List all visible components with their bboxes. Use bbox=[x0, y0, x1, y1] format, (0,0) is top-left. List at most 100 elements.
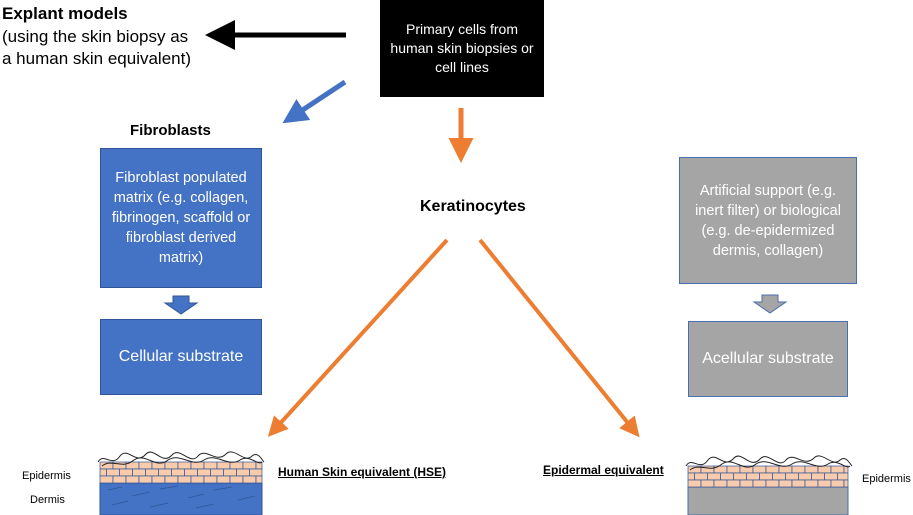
epidermis-cell bbox=[837, 472, 849, 481]
acellular-substrate-text: Acellular substrate bbox=[702, 350, 834, 367]
hse-skin-illustration bbox=[97, 451, 265, 515]
epidermis-cell bbox=[824, 472, 838, 481]
epidermis-cell bbox=[817, 479, 832, 488]
epidermis-cell bbox=[203, 461, 218, 470]
epidermis-cell bbox=[746, 472, 760, 481]
epidermal-stratum-corneum bbox=[685, 455, 853, 471]
epidermis-cell bbox=[778, 479, 793, 488]
epidermis-cell bbox=[177, 461, 192, 470]
epidermal-epidermis-cells bbox=[687, 465, 849, 488]
epidermis-cell bbox=[830, 479, 845, 488]
epidermis-cell bbox=[112, 475, 127, 484]
epidermis-cell bbox=[249, 468, 263, 477]
epidermis-cell bbox=[236, 468, 250, 477]
epidermis-cell bbox=[707, 472, 721, 481]
acellular-substrate-box: Acellular substrate bbox=[688, 321, 848, 397]
epidermis-cell bbox=[203, 475, 218, 484]
epidermis-cell bbox=[817, 465, 832, 474]
epidermis-cell bbox=[171, 468, 185, 477]
epidermis-cell bbox=[700, 479, 715, 488]
epidermis-cell bbox=[765, 479, 780, 488]
epidermis-cell bbox=[804, 479, 819, 488]
hse-epidermis-label: Epidermis bbox=[22, 470, 71, 482]
epidermis-cell bbox=[210, 468, 224, 477]
epidermis-cell bbox=[190, 461, 205, 470]
arrow-to-epidermal bbox=[478, 238, 640, 438]
fibroblast-matrix-text: Fibroblast populated matrix (e.g. collag… bbox=[111, 170, 251, 266]
epidermal-epidermis-label: Epidermis bbox=[862, 473, 911, 485]
epidermis-cell bbox=[752, 479, 767, 488]
epidermis-cell bbox=[184, 468, 198, 477]
epidermis-cell bbox=[255, 475, 263, 484]
hse-title: Human Skin equivalent (HSE) bbox=[278, 465, 447, 479]
epidermis-cell bbox=[145, 468, 159, 477]
epidermis-cell bbox=[798, 472, 812, 481]
epidermis-cell bbox=[177, 475, 192, 484]
artificial-support-box: Artificial support (e.g. inert filter) o… bbox=[679, 157, 857, 284]
hse-stratum-corneum bbox=[97, 451, 265, 467]
epidermis-cell bbox=[772, 472, 786, 481]
epidermis-cell bbox=[713, 479, 728, 488]
epidermis-cell bbox=[216, 475, 231, 484]
epidermis-cell bbox=[687, 472, 695, 481]
epidermis-cell bbox=[804, 465, 819, 474]
explant-models-title: Explant models bbox=[2, 4, 128, 23]
epidermis-cell bbox=[164, 475, 179, 484]
epidermis-cell bbox=[759, 472, 773, 481]
epidermis-cell bbox=[811, 472, 825, 481]
epidermal-equivalent-title: Epidermal equivalent bbox=[543, 463, 664, 477]
block-arrow-blue bbox=[163, 295, 199, 315]
epidermis-cell bbox=[99, 475, 114, 484]
primary-cells-text: Primary cells from human skin biopsies o… bbox=[390, 21, 534, 75]
epidermis-cell bbox=[106, 468, 120, 477]
epidermis-cell bbox=[752, 465, 767, 474]
epidermis-cell bbox=[242, 475, 257, 484]
epidermis-cell bbox=[791, 479, 806, 488]
primary-cells-box: Primary cells from human skin biopsies o… bbox=[380, 0, 544, 97]
cellular-substrate-box: Cellular substrate bbox=[100, 319, 262, 395]
epidermis-cell bbox=[694, 472, 708, 481]
epidermis-cell bbox=[720, 472, 734, 481]
epidermis-cell bbox=[229, 475, 244, 484]
hse-epidermis-cells bbox=[99, 461, 263, 484]
epidermis-cell bbox=[739, 479, 754, 488]
epidermal-skin-illustration bbox=[685, 455, 853, 515]
epidermis-cell bbox=[164, 461, 179, 470]
arrow-to-hse bbox=[267, 238, 449, 437]
epidermis-cell bbox=[151, 475, 166, 484]
epidermis-cell bbox=[138, 461, 153, 470]
epidermis-cell bbox=[791, 465, 806, 474]
epidermis-cell bbox=[125, 475, 140, 484]
epidermis-cell bbox=[119, 468, 133, 477]
epidermis-cell bbox=[733, 472, 747, 481]
epidermis-cell bbox=[765, 465, 780, 474]
arrow-to-fibroblasts bbox=[282, 79, 347, 124]
epidermis-cell bbox=[190, 475, 205, 484]
epidermis-cell bbox=[726, 465, 741, 474]
epidermis-cell bbox=[242, 461, 257, 470]
epidermis-cell bbox=[843, 479, 849, 488]
epidermis-cell bbox=[726, 479, 741, 488]
epidermis-cell bbox=[687, 479, 702, 488]
explant-models-description: (using the skin biopsy as a human skin e… bbox=[2, 27, 192, 68]
artificial-support-text: Artificial support (e.g. inert filter) o… bbox=[695, 182, 841, 259]
epidermis-cell bbox=[197, 468, 211, 477]
epidermis-cell bbox=[138, 475, 153, 484]
cellular-substrate-text: Cellular substrate bbox=[118, 348, 244, 365]
epidermis-cell bbox=[158, 468, 172, 477]
epidermis-cell bbox=[223, 468, 237, 477]
epidermis-cell bbox=[778, 465, 793, 474]
hse-dermis-label: Dermis bbox=[30, 494, 65, 506]
fibroblasts-title: Fibroblasts bbox=[130, 122, 211, 139]
epidermis-cell bbox=[255, 461, 263, 470]
epidermis-cell bbox=[99, 468, 107, 477]
fibroblast-matrix-box: Fibroblast populated matrix (e.g. collag… bbox=[100, 148, 262, 288]
epidermis-cell bbox=[830, 465, 845, 474]
block-arrow-grey bbox=[752, 294, 788, 314]
keratinocytes-title: Keratinocytes bbox=[420, 198, 526, 215]
epidermis-cell bbox=[216, 461, 231, 470]
epidermis-cell bbox=[785, 472, 799, 481]
epidermis-cell bbox=[229, 461, 244, 470]
epidermis-cell bbox=[132, 468, 146, 477]
